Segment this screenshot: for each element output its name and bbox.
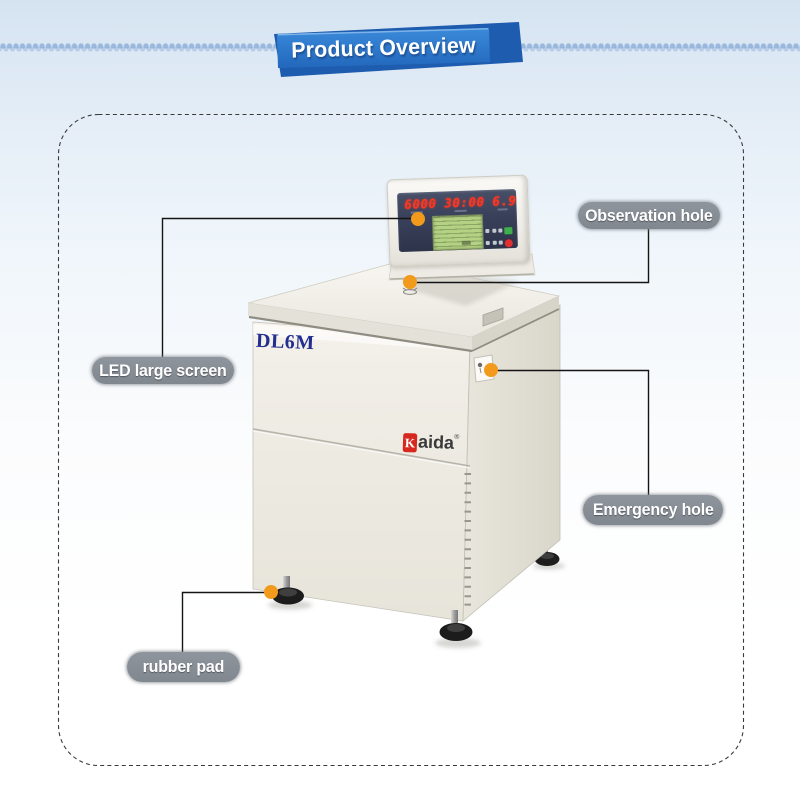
callout-label: Emergency hole — [592, 500, 714, 519]
callout-emergency-hole: Emergency hole — [583, 495, 723, 525]
callout-rubber-pad: rubber pad — [127, 652, 240, 682]
rubber-pad-dot-marker — [264, 585, 278, 599]
rubber-foot-front-right — [439, 610, 473, 641]
lid-handle-notch — [482, 307, 504, 327]
rubber-pad-callout-line — [181, 591, 270, 652]
banner-ribbon — [274, 22, 523, 77]
callout-label: LED large screen — [99, 360, 227, 380]
dashed-frame — [57, 113, 745, 767]
rubber-foot-front-left — [272, 576, 304, 605]
led-screen-dot-marker — [411, 212, 425, 226]
callout-label: rubber pad — [142, 657, 225, 676]
emergency-callout-line — [492, 369, 650, 495]
front-top-highlight — [253, 324, 470, 351]
emergency-dot-marker — [484, 363, 498, 377]
observation-dot-marker — [403, 275, 417, 289]
centrifuge-lid — [247, 261, 561, 353]
door-seam — [252, 428, 471, 469]
callout-label: Observation hole — [585, 205, 713, 225]
observation-hole-icon — [402, 287, 418, 295]
observation-callout-line — [411, 229, 650, 284]
led-screen-callout-line — [161, 217, 417, 357]
vent-louvers-icon — [464, 473, 471, 606]
callout-led-large-screen: LED large screen — [92, 357, 234, 384]
callout-observation-hole: Observation hole — [578, 202, 720, 229]
